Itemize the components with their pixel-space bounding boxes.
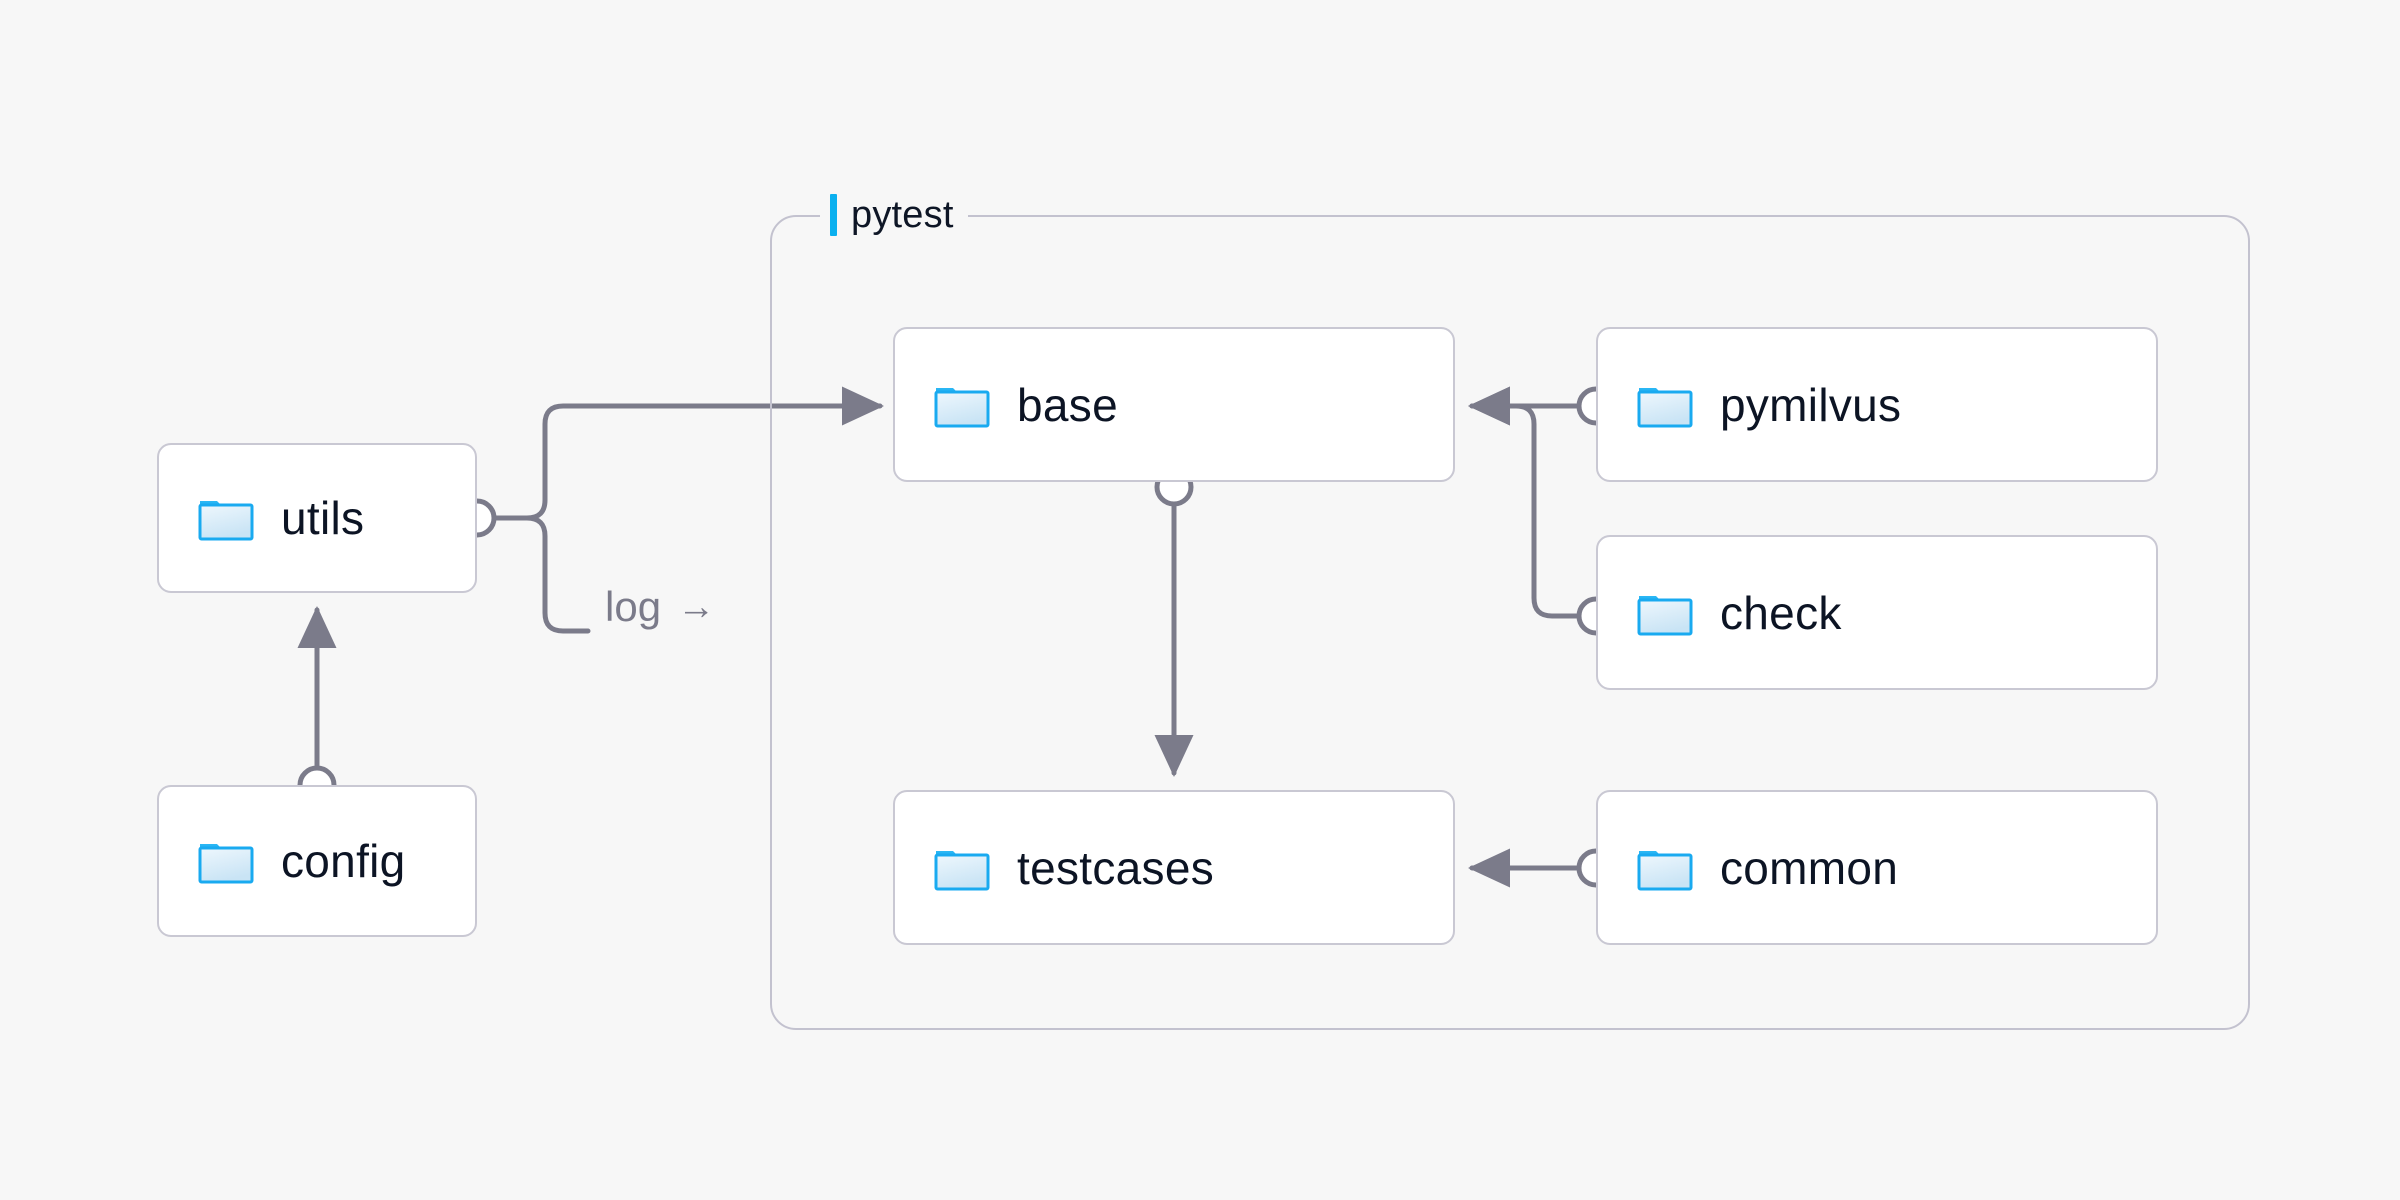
arrow-right-icon: →: [677, 586, 716, 628]
node-check[interactable]: check: [1596, 535, 2158, 690]
folder-icon: [198, 501, 254, 541]
node-label: common: [1720, 841, 1899, 894]
folder-icon: [1637, 850, 1693, 890]
group-pytest-label: pytest: [851, 193, 954, 236]
node-label: config: [281, 835, 406, 887]
node-label: check: [1720, 586, 1842, 639]
node-config[interactable]: config: [157, 785, 477, 937]
folder-icon: [198, 844, 254, 884]
folder-icon: [1637, 595, 1693, 635]
edge-label-log: log →: [605, 583, 715, 631]
group-pytest-label-wrap: pytest: [820, 192, 968, 238]
folder-icon: [1637, 387, 1693, 427]
group-pytest[interactable]: [770, 215, 2250, 1030]
node-utils[interactable]: utils: [157, 443, 477, 593]
node-label: utils: [281, 492, 365, 544]
folder-icon: [934, 387, 990, 427]
node-label: base: [1017, 378, 1118, 431]
node-pymilvus[interactable]: pymilvus: [1596, 327, 2158, 482]
folder-icon: [934, 850, 990, 890]
node-common[interactable]: common: [1596, 790, 2158, 945]
node-label: pymilvus: [1720, 378, 1902, 431]
edge-utils-log: [492, 515, 591, 634]
edge-label-text: log: [605, 583, 662, 630]
node-testcases[interactable]: testcases: [893, 790, 1455, 945]
node-label: testcases: [1017, 841, 1215, 894]
group-accent-bar: [830, 194, 837, 236]
node-base[interactable]: base: [893, 327, 1455, 482]
